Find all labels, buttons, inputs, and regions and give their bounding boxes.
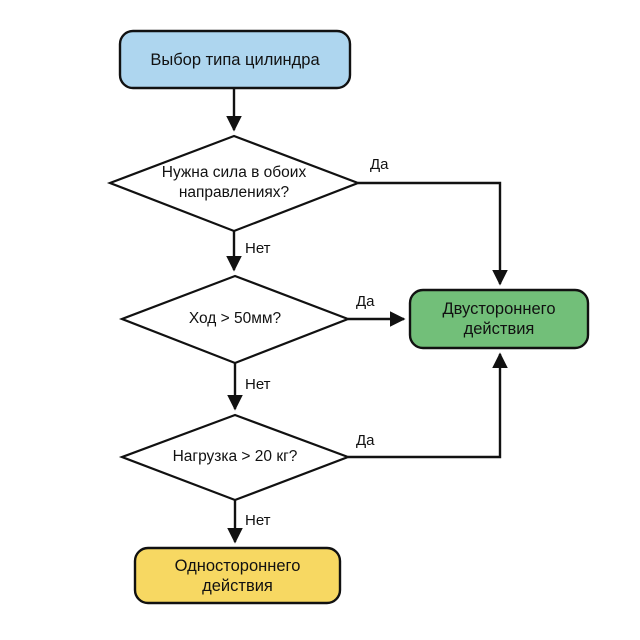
node-start-shape[interactable] xyxy=(118,29,352,90)
node-decision-load-shape[interactable] xyxy=(118,413,352,502)
edge-decision3-yes-line xyxy=(348,352,508,459)
node-result-double-acting-shape[interactable] xyxy=(408,288,590,350)
node-decision-both-directions-shape[interactable] xyxy=(106,134,362,233)
node-decision-stroke-shape[interactable] xyxy=(118,274,352,365)
node-result-single-acting-shape[interactable] xyxy=(133,546,342,605)
edge-decision1-yes-line xyxy=(358,181,508,286)
